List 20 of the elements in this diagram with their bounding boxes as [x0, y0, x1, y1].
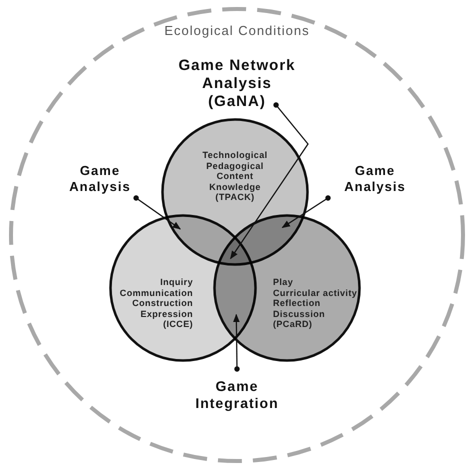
circle-text: Technological Pedagogical Content Knowledge (TPACK) [201, 150, 269, 202]
circle-text: Discussion [273, 308, 326, 319]
leader-label: Game Analysis [343, 163, 407, 195]
leader-line [282, 195, 331, 228]
leader-line [133, 195, 181, 230]
circle-text: Communication [118, 288, 193, 298]
leader-line [230, 102, 309, 260]
boundary-label: Ecological Conditions [164, 26, 310, 36]
circle-text: Expression [139, 308, 193, 319]
leader-line [233, 314, 240, 372]
circle-text: Curricular activity [273, 288, 358, 298]
circle-text: Reflection [273, 298, 322, 308]
circle-text: Play [273, 277, 294, 288]
circle-text: (PCaRD) [273, 319, 314, 330]
circle-text: (ICCE) [162, 319, 193, 330]
leader-label: Game Network Analysis (GaNA) [177, 57, 297, 111]
circle-text: Inquiry [159, 277, 193, 288]
leader-label: Game Integration [194, 378, 280, 412]
leader-label: Game Analysis [68, 163, 132, 195]
circle-text: Construction [131, 298, 193, 308]
